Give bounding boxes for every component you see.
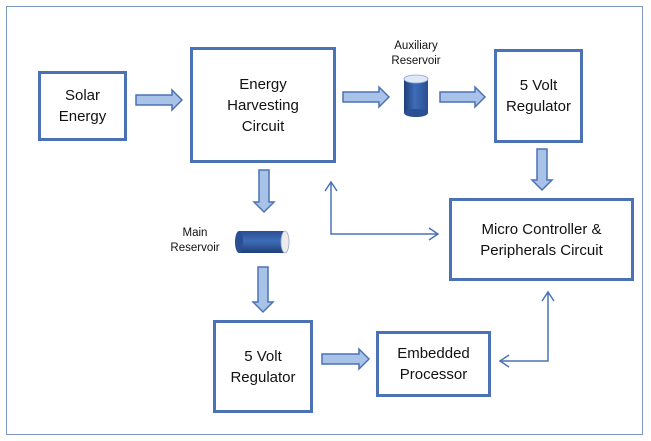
- micro-controller-label: Micro Controller & Peripherals Circuit: [480, 220, 603, 259]
- micro-controller-block: Micro Controller & Peripherals Circuit: [449, 198, 634, 281]
- arrow-main-reservoir-to-regulator: [251, 266, 275, 314]
- auxiliary-reservoir-cylinder: [403, 74, 429, 117]
- main-reservoir-label: Main Reservoir: [170, 227, 220, 254]
- main-reservoir-cylinder: [235, 230, 290, 254]
- auxiliary-reservoir-label: Auxiliary Reservoir: [391, 40, 441, 67]
- arrow-harvesting-to-main-reservoir: [252, 169, 276, 214]
- regulator-top-label: 5 Volt Regulator: [505, 77, 572, 115]
- arrowhead-up-harvesting: [324, 180, 338, 192]
- arrowhead-right-micro: [428, 227, 440, 241]
- embedded-processor-block: Embedded Processor: [376, 331, 491, 397]
- energy-harvesting-label: Energy Harvesting Circuit: [227, 75, 299, 135]
- arrow-harvesting-to-aux-reservoir: [342, 85, 391, 109]
- diagram-frame: [6, 6, 643, 435]
- arrow-regulator-to-processor: [321, 347, 371, 371]
- regulator-bottom-label: 5 Volt Regulator: [230, 347, 296, 386]
- embedded-processor-label: Embedded Processor: [397, 345, 470, 383]
- arrow-regulator-to-micro: [530, 148, 554, 192]
- solar-energy-label: Solar Energy: [58, 87, 107, 125]
- solar-energy-block: Solar Energy: [38, 71, 127, 141]
- line-harvesting-micro: [330, 182, 438, 235]
- regulator-bottom-block: 5 Volt Regulator: [213, 320, 313, 413]
- arrow-solar-to-harvesting: [135, 88, 184, 112]
- energy-harvesting-block: Energy Harvesting Circuit: [190, 47, 336, 163]
- arrowhead-up-micro: [541, 290, 555, 302]
- regulator-top-block: 5 Volt Regulator: [494, 49, 583, 143]
- arrow-aux-reservoir-to-regulator: [439, 85, 487, 109]
- line-processor-micro: [500, 292, 549, 362]
- arrowhead-left-processor: [498, 354, 510, 368]
